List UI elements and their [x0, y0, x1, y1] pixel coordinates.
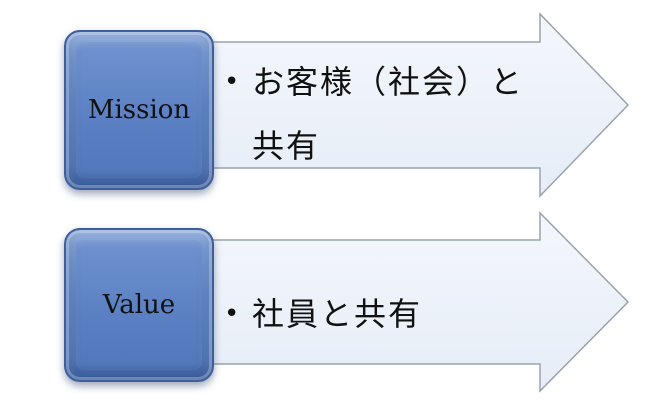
mission-label: Mission [87, 95, 191, 125]
value-label: Value [102, 290, 176, 320]
value-bullet-text: 社員と共有 [252, 295, 423, 333]
mission-arrow-shape [211, 12, 630, 198]
mission-label-box: Mission [64, 30, 214, 190]
mission-bullet-item: • お客様（社会）と共有 [222, 50, 552, 178]
value-label-box: Value [64, 228, 214, 382]
bullet-dot-icon: • [224, 299, 242, 329]
bullet-dot-icon: • [224, 67, 242, 97]
value-arrow-shape [211, 211, 630, 393]
value-arrow-body [211, 211, 630, 393]
value-bullet-item: • 社員と共有 [222, 282, 552, 346]
mission-bullet-list: • お客様（社会）と共有 [222, 50, 552, 178]
mission-arrow-body [211, 12, 630, 198]
value-bullet-list: • 社員と共有 [222, 282, 552, 346]
mission-row: Mission • お客様（社会）と共有 [0, 10, 656, 200]
mission-bullet-text: お客様（社会）と共有 [252, 63, 525, 165]
value-row: Value • 社員と共有 [0, 210, 656, 398]
